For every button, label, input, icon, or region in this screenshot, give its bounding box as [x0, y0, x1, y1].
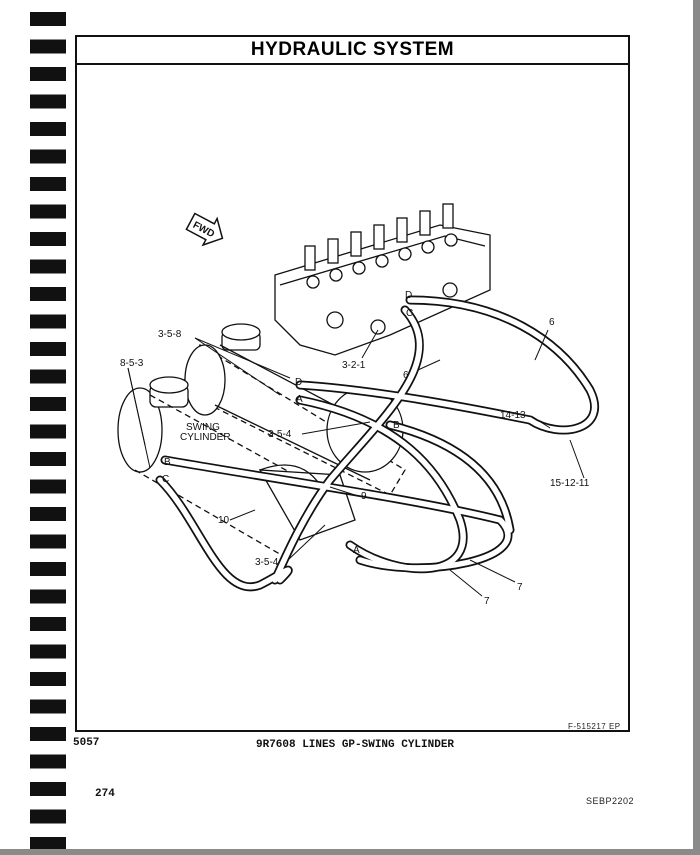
section-number: 5057 [73, 737, 100, 749]
callout-6b: 6 [403, 370, 409, 381]
fitting-b-right: B [393, 420, 400, 431]
callout-15-12-11: 15-12-11 [550, 478, 590, 489]
valve-port [352, 261, 366, 275]
diagram-frame: HYDRAULIC SYSTEM [75, 35, 630, 732]
figure-id: F-515217 EP [568, 722, 621, 731]
fwd-arrow-icon: FWD [185, 212, 224, 247]
valve-port [421, 240, 435, 254]
callout-14-13: 14-13 [500, 410, 526, 421]
fitting-d-valve: D [405, 290, 412, 301]
callout-7a: 7 [517, 582, 523, 593]
callout-labels: 6 6 3-2-1 3-5-8 8-5-3 3-5-4 14-13 15-12-… [120, 317, 590, 607]
fitting-c-left: C [162, 474, 169, 485]
callout-3-5-4b: 3-5-4 [255, 557, 279, 568]
valve-spool [442, 203, 454, 229]
control-valve-illustration [274, 203, 491, 356]
spiral-binding [30, 0, 66, 849]
fitting-a-cyl: A [296, 394, 303, 405]
callout-6a: 6 [549, 317, 555, 328]
valve-port [375, 254, 389, 268]
valve-spool [304, 245, 316, 271]
fitting-b-left: B [164, 457, 171, 468]
page-number: 274 [95, 788, 115, 800]
callout-3-5-8: 3-5-8 [158, 329, 182, 340]
callout-7b: 7 [484, 596, 490, 607]
fitting-c-valve: C [406, 308, 413, 319]
leader-lines [127, 329, 585, 597]
valve-port [398, 247, 412, 261]
valve-port [329, 268, 343, 282]
valve-spool [419, 210, 431, 236]
valve-spool [373, 224, 385, 250]
callout-3-2-1: 3-2-1 [342, 360, 366, 371]
hydraulic-hoses [155, 295, 600, 592]
valve-port [444, 233, 458, 247]
valve-port [306, 275, 320, 289]
figure-caption: 9R7608 LINES GP-SWING CYLINDER [256, 739, 455, 751]
fitting-d-cyl: D [295, 377, 302, 388]
valve-spool [327, 238, 339, 264]
fitting-letters: D C D A B B C A [162, 290, 413, 556]
fitting-a-lower: A [353, 545, 360, 556]
valve-spool [350, 231, 362, 257]
callout-10: 10 [218, 515, 230, 526]
document-code: SEBP2202 [586, 796, 635, 806]
callout-8-5-3: 8-5-3 [120, 358, 144, 369]
valve-spool [396, 217, 408, 243]
callout-3-5-4a: 3-5-4 [268, 429, 292, 440]
callout-9: 9 [361, 491, 367, 502]
page-title: HYDRAULIC SYSTEM [77, 37, 628, 65]
